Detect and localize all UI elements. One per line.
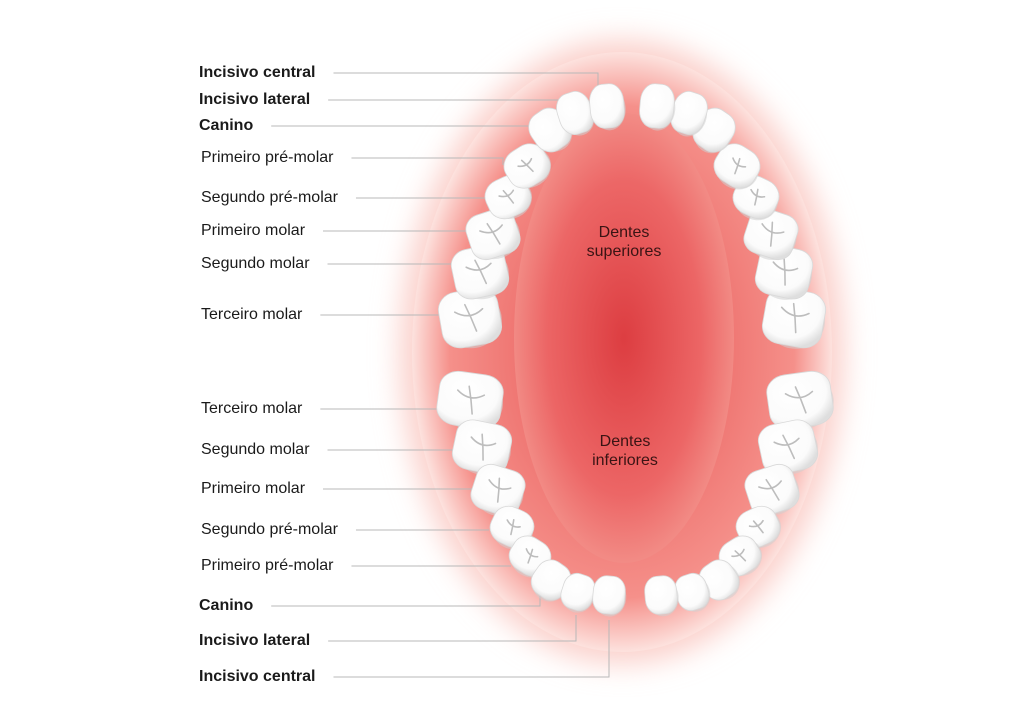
lower-label-incisivo-lateral: Incisivo lateral bbox=[199, 632, 311, 649]
lower-label-incisivo-central: Incisivo central bbox=[199, 668, 316, 685]
upper-label-incisivo-central: Incisivo central bbox=[199, 64, 316, 81]
lower-label-primeiro-pre-molar: Primeiro pré-molar bbox=[201, 557, 334, 574]
upper-leader-primeiro-pre-molar bbox=[351, 157, 504, 165]
upper-label-primeiro-pre-molar: Primeiro pré-molar bbox=[201, 149, 334, 166]
upper-label-primeiro-molar: Primeiro molar bbox=[201, 222, 306, 239]
upper-jaw-label: Dentes superiores bbox=[554, 223, 694, 261]
upper-jaw-line-2: superiores bbox=[586, 243, 662, 260]
lower-right-central-incisor-tooth bbox=[644, 575, 679, 617]
lower-right-second-molar-tooth bbox=[757, 419, 819, 475]
lower-left-second-molar-tooth bbox=[451, 419, 513, 475]
lower-jaw-label: Dentes inferiores bbox=[555, 432, 695, 470]
lower-label-terceiro-molar: Terceiro molar bbox=[201, 400, 303, 417]
upper-label-canino: Canino bbox=[199, 117, 254, 134]
upper-left-lateral-incisor-tooth bbox=[556, 91, 595, 136]
upper-left-third-molar-tooth bbox=[437, 287, 503, 349]
lower-left-first-molar-tooth bbox=[470, 463, 526, 517]
upper-leader-incisivo-central bbox=[333, 72, 599, 90]
upper-right-third-molar-tooth bbox=[761, 287, 827, 349]
lower-right-lateral-incisor-tooth bbox=[674, 572, 711, 612]
lower-label-primeiro-molar: Primeiro molar bbox=[201, 480, 306, 497]
upper-right-first-molar-tooth bbox=[743, 207, 799, 261]
lower-leader-incisivo-lateral bbox=[328, 615, 577, 642]
palate bbox=[514, 113, 734, 563]
lower-label-segundo-pre-molar: Segundo pré-molar bbox=[201, 521, 338, 538]
lower-leader-incisivo-central bbox=[333, 620, 610, 678]
lower-left-canine-tooth bbox=[530, 559, 572, 602]
lower-label-canino: Canino bbox=[199, 597, 254, 614]
upper-left-second-molar-tooth bbox=[450, 244, 510, 300]
lower-jaw-line-2: inferiores bbox=[592, 452, 658, 469]
upper-label-segundo-pre-molar: Segundo pré-molar bbox=[201, 189, 338, 206]
lower-right-first-molar-tooth bbox=[744, 463, 800, 517]
lower-left-central-incisor-tooth bbox=[592, 575, 627, 617]
upper-right-central-incisor-tooth bbox=[639, 83, 676, 131]
upper-left-central-incisor-tooth bbox=[589, 83, 626, 131]
lower-label-segundo-molar: Segundo molar bbox=[201, 441, 310, 458]
upper-label-segundo-molar: Segundo molar bbox=[201, 255, 310, 272]
upper-left-first-molar-tooth bbox=[465, 207, 521, 261]
upper-label-incisivo-lateral: Incisivo lateral bbox=[199, 91, 311, 108]
upper-label-terceiro-molar: Terceiro molar bbox=[201, 306, 303, 323]
upper-right-first-premolar-tooth bbox=[713, 143, 761, 190]
upper-jaw-line-1: Dentes bbox=[598, 224, 650, 241]
upper-right-lateral-incisor-tooth bbox=[670, 91, 708, 137]
lower-right-third-molar-tooth bbox=[766, 370, 834, 430]
upper-right-second-molar-tooth bbox=[754, 244, 814, 300]
lower-left-lateral-incisor-tooth bbox=[560, 572, 596, 613]
lower-jaw-line-1: Dentes bbox=[599, 433, 651, 450]
lower-left-third-molar-tooth bbox=[436, 370, 504, 430]
upper-left-first-premolar-tooth bbox=[503, 143, 552, 189]
